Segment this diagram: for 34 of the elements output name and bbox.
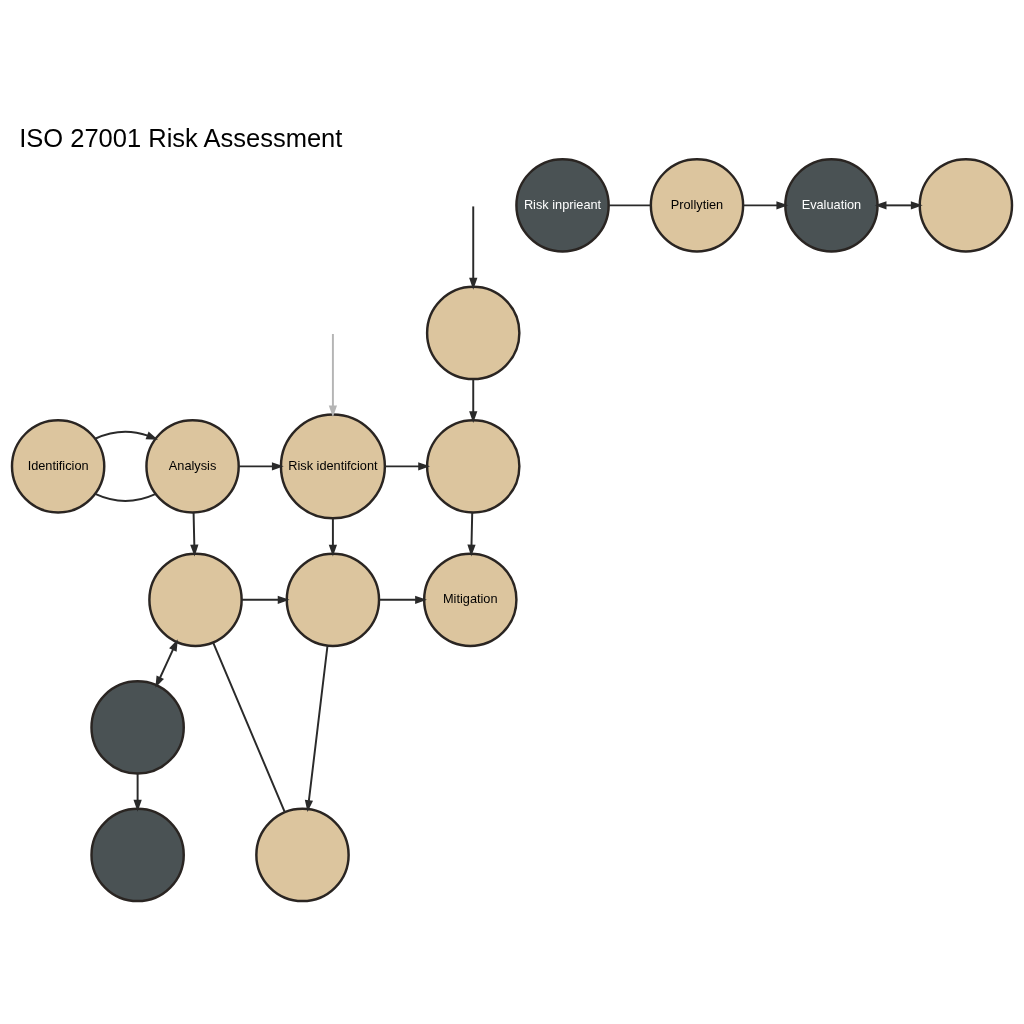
arrow bbox=[384, 462, 430, 471]
arrow bbox=[133, 772, 142, 812]
arrow bbox=[155, 639, 178, 688]
arrow bbox=[237, 462, 284, 471]
node-circle bbox=[148, 552, 243, 648]
node-circle: Risk inprieant bbox=[515, 158, 610, 253]
node-circle bbox=[918, 158, 1014, 253]
node-circle: Evaluation bbox=[784, 158, 879, 253]
arrow bbox=[190, 511, 199, 557]
arrow bbox=[328, 333, 338, 418]
connector bbox=[607, 204, 652, 207]
arrow bbox=[874, 201, 923, 210]
node-circle: Identificion bbox=[10, 419, 106, 514]
node-circle: Risk identifciont bbox=[279, 413, 387, 520]
node-circle: Mitigation bbox=[422, 552, 518, 648]
arrow bbox=[240, 595, 290, 604]
arrow bbox=[94, 430, 159, 440]
node-circle bbox=[285, 552, 381, 648]
node-circle bbox=[255, 807, 350, 903]
arrow bbox=[304, 644, 329, 812]
arrow bbox=[467, 511, 476, 557]
node-circle bbox=[425, 419, 521, 514]
connector bbox=[94, 493, 157, 502]
arrow bbox=[742, 201, 789, 210]
node-circle bbox=[90, 680, 185, 775]
diagram-title: ISO 27001 Risk Assessment bbox=[19, 124, 343, 153]
arrow bbox=[378, 595, 427, 604]
arrow bbox=[469, 378, 478, 424]
node-circle bbox=[425, 285, 521, 381]
arrow bbox=[328, 517, 338, 557]
node-circle: Prollytien bbox=[649, 158, 745, 253]
node-circle bbox=[90, 807, 185, 903]
arrow bbox=[469, 205, 478, 290]
connector bbox=[212, 641, 286, 814]
